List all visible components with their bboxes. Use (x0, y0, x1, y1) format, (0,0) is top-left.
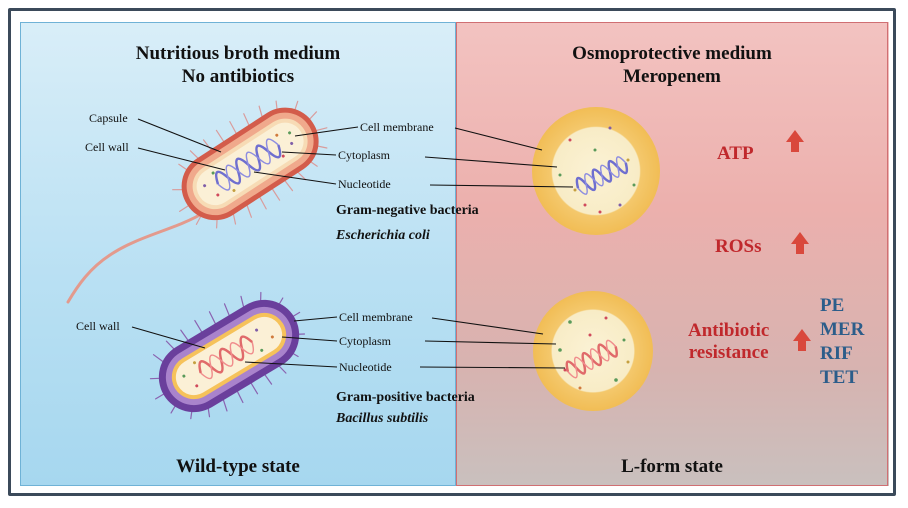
gram-positive-cell-membrane-label: Cell membrane (339, 310, 413, 324)
gram-positive-title: Gram-positive bacteria (336, 390, 475, 405)
cytoplasm-area-positive (175, 316, 283, 396)
gram-positive-cell-wall-label: Cell wall (76, 319, 120, 333)
l-form-top-particles (558, 126, 636, 214)
antibiotic-pe: PE (820, 295, 845, 316)
gram-positive-nucleotide-label: Nucleotide (339, 360, 392, 374)
gram-negative-bacterium (66, 100, 328, 304)
resistance-line1: Antibiotic (688, 320, 770, 341)
l-form-heading: Osmoprotective medium Meropenem (456, 42, 888, 88)
leader-lines (131, 118, 574, 369)
gram-positive-cytoplasm-label: Cytoplasm (339, 334, 392, 348)
atp-up-arrow-icon (786, 130, 804, 152)
wild-type-panel (20, 22, 456, 486)
gram-negative-nucleotide-label: Nucleotide (338, 177, 391, 191)
l-form-state-label: L-form state (621, 456, 723, 477)
wild-type-heading-line1: Nutritious broth medium (135, 43, 341, 64)
antibiotic-mer: MER (820, 319, 865, 340)
increase-arrows (786, 130, 811, 351)
cytoplasm-particles (203, 131, 294, 197)
wild-type-state-label: Wild-type state (176, 456, 300, 477)
l-form-panel (456, 22, 889, 486)
gram-negative-cell-membrane-label: Cell membrane (360, 120, 434, 134)
capsule-label: Capsule (89, 111, 128, 125)
nucleotide-coil-strand (217, 138, 279, 191)
nucleotide-coil-positive (198, 335, 253, 374)
gram-positive-bacterium (149, 291, 306, 420)
l-form-cell-bottom (533, 291, 653, 411)
l-form-cell-top (532, 107, 660, 235)
gram-negative-cytoplasm-label: Cytoplasm (338, 148, 391, 162)
antibiotic-resistance-label: Antibiotic resistance (688, 320, 769, 364)
gram-negative-title: Gram-negative bacteria (336, 203, 479, 218)
ros-label: ROSs (715, 236, 762, 257)
l-form-bottom-particles (558, 316, 630, 390)
l-form-heading-line1: Osmoprotective medium (572, 43, 772, 64)
resistance-up-arrow-icon (793, 329, 811, 351)
atp-label: ATP (717, 143, 754, 164)
antibiotic-list: PE MER RIF TET (820, 294, 864, 390)
resistance-line2: resistance (688, 342, 769, 363)
antibiotic-rif: RIF (820, 343, 853, 364)
gram-positive-species: Bacillus subtilis (336, 411, 429, 426)
gram-negative-species: Escherichia coli (336, 228, 430, 243)
gram-negative-cell-wall-label: Cell wall (85, 140, 129, 154)
l-form-heading-line2: Meropenem (623, 66, 721, 87)
wild-type-heading-line2: No antibiotics (181, 66, 295, 87)
antibiotic-tet: TET (820, 367, 859, 388)
flagellum (66, 210, 207, 304)
ros-up-arrow-icon (791, 232, 809, 254)
wild-type-heading: Nutritious broth medium No antibiotics (20, 42, 456, 88)
cytoplasm-particles-positive (182, 328, 274, 388)
nucleotide-coil-positive-strand (200, 341, 255, 380)
